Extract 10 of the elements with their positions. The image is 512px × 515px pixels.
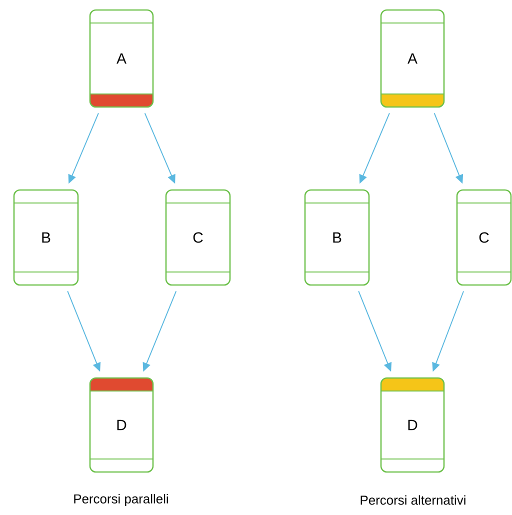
card: D [89,377,154,473]
caption: Percorsi alternativi [360,495,466,505]
card: A [89,9,154,108]
card: D [380,377,445,473]
card: B [13,189,79,286]
card: B [304,189,370,286]
card: A [380,9,445,108]
caption: Percorsi paralleli [74,494,168,506]
card: C [456,189,512,286]
card: C [165,189,231,286]
